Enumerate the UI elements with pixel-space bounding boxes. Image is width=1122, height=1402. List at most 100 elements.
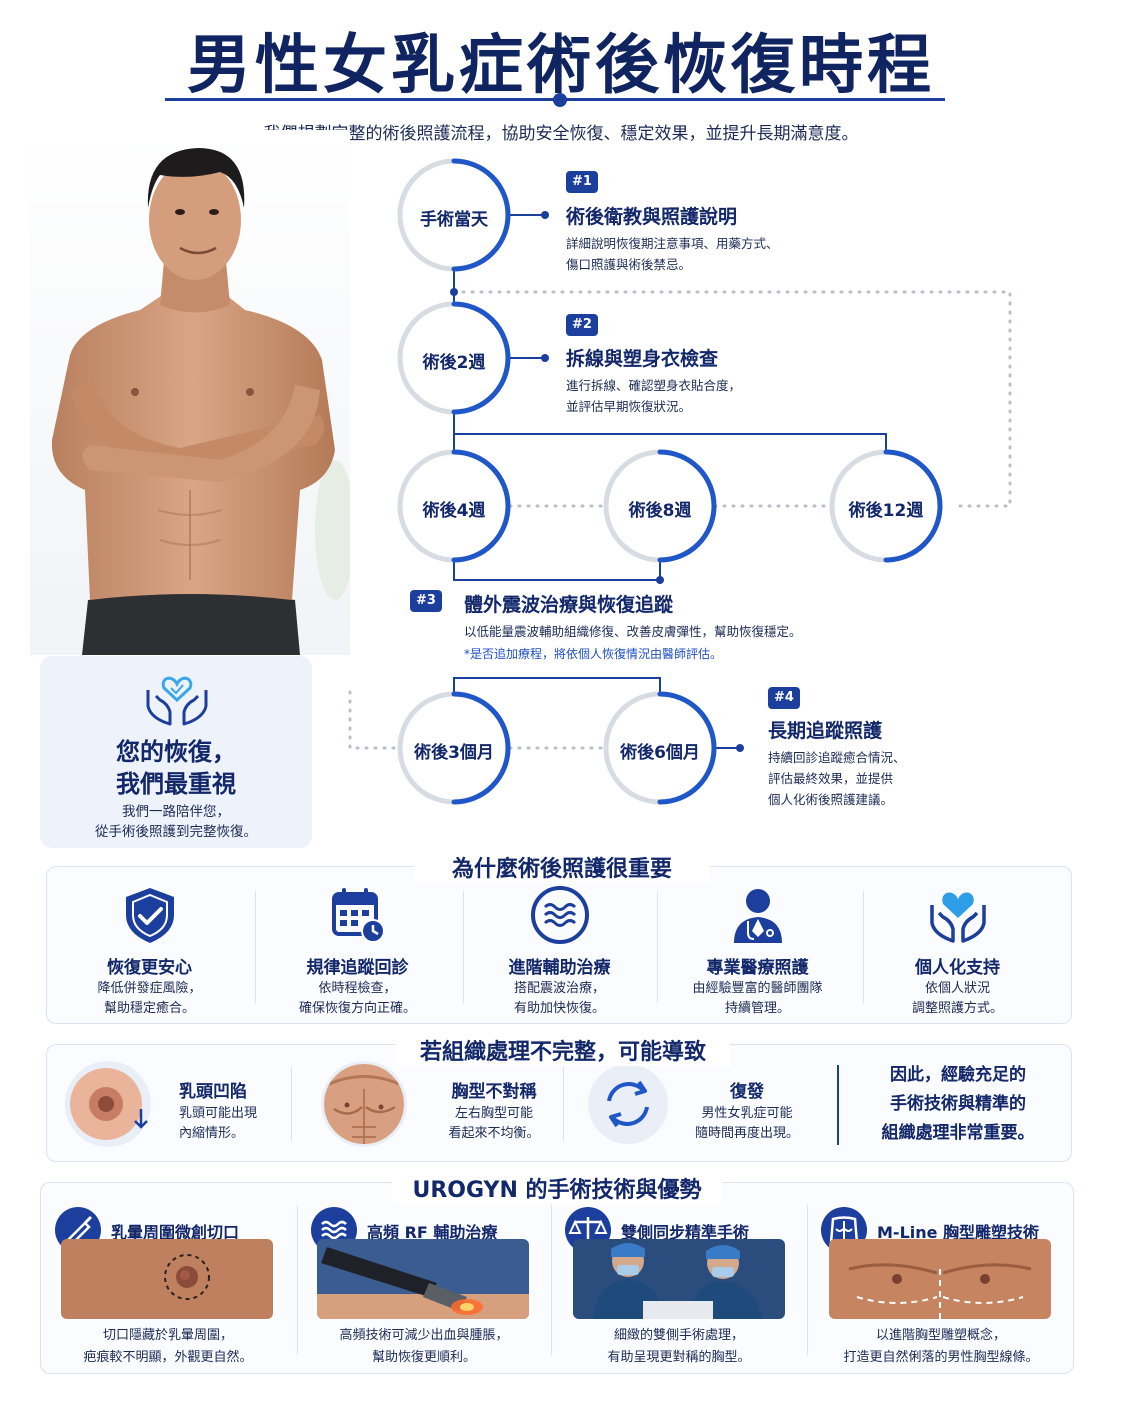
step-1-description: 詳細說明恢復期注意事項、用藥方式、 傷口照護與術後禁忌。 [566,233,779,275]
timeline-node-month-6: 術後6個月 [620,743,700,763]
nipple-inversion-icon [63,1059,153,1149]
step-4-desc-line: 個人化術後照護建議。 [768,792,894,807]
timeline-node-surgery-day: 手術當天 [420,210,488,230]
risk-conclusion-line: 組織處理非常重要。 [881,1123,1035,1143]
care-sub-line-2: 從手術後照護到完整恢復。 [95,824,257,840]
step-1-badge: #1 [566,171,598,193]
page-title: 男性女乳症術後恢復時程 [187,29,935,103]
tech-item-bilateral-surgery: 雙側同步精準手術 細緻的雙側手術處理， 有助呈現更對稱的胸型。 [551,1183,807,1373]
risk-item-title: 乳頭凹陷 [179,1082,247,1102]
why-item-safe-recovery: 恢復更安心 降低併發症風險， 幫助穩定癒合。 [47,867,252,1023]
care-card-title: 您的恢復， 我們最重視 [40,736,312,800]
divider [551,1205,552,1355]
risk-item-title: 復發 [730,1082,764,1102]
step-4-desc-line: 持續回診追蹤癒合情況、 [768,750,906,765]
risk-desc-line: 乳頭可能出現 [179,1106,258,1121]
why-desc-line: 降低併發症風險， [97,981,202,996]
step-3-description: 以低能量震波輔助組織修復、改善皮膚彈性，幫助恢復穩定。 [464,624,802,639]
tech-desc-line: 疤痕較不明顯，外觀更自然。 [83,1350,253,1365]
tech-item-title: M-Line 胸型雕塑技術 [877,1223,1040,1242]
why-item-title: 恢復更安心 [107,958,192,978]
why-item-title: 個人化支持 [915,958,1000,978]
tech-item-rf-assisted: 高頻 RF 輔助治療 高頻技術可減少出血與腫脹， 幫助恢復更順利。 [297,1183,551,1373]
why-section-heading: 為什麼術後照護很重要 [414,851,710,883]
why-desc-line: 由經驗豐富的醫師團隊 [692,981,823,996]
hands-heart-icon [928,885,988,945]
divider [255,891,256,1003]
why-item-desc: 依時程檢查， 確保恢復方向正確。 [255,979,460,1019]
tech-desc-line: 以進階胸型雕塑概念， [875,1328,1006,1343]
tech-item-title: 高頻 RF 輔助治療 [367,1223,498,1242]
tech-item-desc: 以進階胸型雕塑概念， 打造更自然俐落的男性胸型線條。 [807,1325,1075,1369]
why-item-title: 規律追蹤回診 [306,958,409,978]
divider [291,1067,292,1141]
shield-check-icon [120,885,180,945]
why-item-regular-followup: 規律追蹤回診 依時程檢查， 確保恢復方向正確。 [255,867,460,1023]
tech-desc-line: 高頻技術可減少出血與腫脹， [339,1328,509,1343]
why-item-personal-support: 個人化支持 依個人狀況 調整照護方式。 [855,867,1060,1023]
divider [807,1205,808,1355]
timeline-node-week-2: 術後2週 [422,353,486,373]
risk-desc-line: 左右胸型可能 [454,1106,533,1121]
tech-desc-line: 幫助恢復更順利。 [371,1350,476,1365]
tech-desc-line: 切口隱藏於乳暈周圍， [102,1328,233,1343]
page-subtitle: 我們規劃完整的術後照護流程，協助安全恢復、穩定效果，並提升長期滿意度。 [263,124,859,144]
step-3-note: *是否追加療程，將依個人恢復情況由醫師評估。 [464,647,723,661]
rf-device-image [317,1239,529,1319]
tech-item-desc: 切口隱藏於乳暈周圍， 疤痕較不明顯，外觀更自然。 [41,1325,295,1369]
step-4-desc-line: 評估最終效果，並提供 [768,771,894,786]
why-item-desc: 依個人狀況 調整照護方式。 [855,979,1060,1019]
divider [563,1067,564,1141]
why-item-desc: 降低併發症風險， 幫助穩定癒合。 [47,979,252,1019]
care-title-line-2: 我們最重視 [116,770,236,798]
calendar-clock-icon [328,885,388,945]
step-1-desc-line: 傷口照護與術後禁忌。 [566,257,692,272]
risk-item-desc: 左右胸型可能 看起來不均衡。 [429,1104,559,1144]
timeline-node-week-4: 術後4週 [422,501,486,521]
tech-desc-line: 細緻的雙側手術處理， [613,1328,744,1343]
timeline-node-week-8: 術後8週 [628,501,692,521]
why-desc-line: 持續管理。 [724,1001,790,1016]
step-2-desc-line: 並評估早期恢復狀況。 [566,399,692,414]
why-desc-line: 搭配震波治療， [513,981,605,996]
why-desc-line: 調整照護方式。 [911,1001,1003,1016]
why-item-title: 進階輔助治療 [508,958,611,978]
why-item-desc: 搭配震波治療， 有助加快恢復。 [457,979,662,1019]
risk-item-desc: 男性女乳症可能 隨時間再度出現。 [687,1104,807,1144]
recurrence-icon [587,1063,669,1145]
tech-item-desc: 高頻技術可減少出血與腫脹， 幫助恢復更順利。 [297,1325,551,1369]
tech-section-heading: UROGYN 的手術技術與優勢 [392,1172,722,1204]
doctor-icon [728,885,788,945]
hero-man-illustration [30,130,355,655]
risk-conclusion-line: 因此，經驗充足的 [890,1065,1026,1085]
step-3-badge: #3 [410,590,442,612]
recovery-timeline [340,150,1040,820]
step-1-title: 術後衛教與照護說明 [566,206,738,228]
why-desc-line: 確保恢復方向正確。 [298,1001,416,1016]
divider [297,1205,298,1355]
step-4-badge: #4 [768,687,800,709]
risk-section-heading: 若組織處理不完整，可能導致 [396,1034,730,1066]
step-1-desc-line: 詳細說明恢復期注意事項、用藥方式、 [566,236,779,251]
why-desc-line: 依時程檢查， [318,981,397,996]
risk-desc-line: 內縮情形。 [179,1126,245,1141]
care-card-subtitle: 我們一路陪伴您， 從手術後照護到完整恢復。 [40,802,312,842]
step-4-title: 長期追蹤照護 [768,720,883,742]
tech-section: 乳暈周圍微創切口 切口隱藏於乳暈周圍， 疤痕較不明顯，外觀更自然。 [40,1182,1074,1374]
divider [837,1065,839,1145]
risk-desc-line: 看起來不均衡。 [448,1126,540,1141]
care-sub-line-1: 我們一路陪伴您， [122,804,230,820]
why-desc-line: 依個人狀況 [924,981,990,996]
care-card: 您的恢復， 我們最重視 我們一路陪伴您， 從手術後照護到完整恢復。 [40,656,312,848]
risk-item-title: 胸型不對稱 [451,1082,537,1102]
divider [863,891,864,1003]
hands-heart-icon [142,672,212,728]
risk-conclusion-line: 手術技術與精準的 [890,1094,1026,1114]
step-2-desc-line: 進行拆線、確認塑身衣貼合度， [566,378,742,393]
areola-incision-image [61,1239,273,1319]
care-title-line-1: 您的恢復， [116,738,236,766]
step-2-title: 拆線與塑身衣檢查 [566,348,719,370]
divider [657,891,658,1003]
timeline-node-week-12: 術後12週 [848,501,924,521]
risk-conclusion: 因此，經驗充足的 手術技術與精準的 組織處理非常重要。 [847,1061,1069,1148]
